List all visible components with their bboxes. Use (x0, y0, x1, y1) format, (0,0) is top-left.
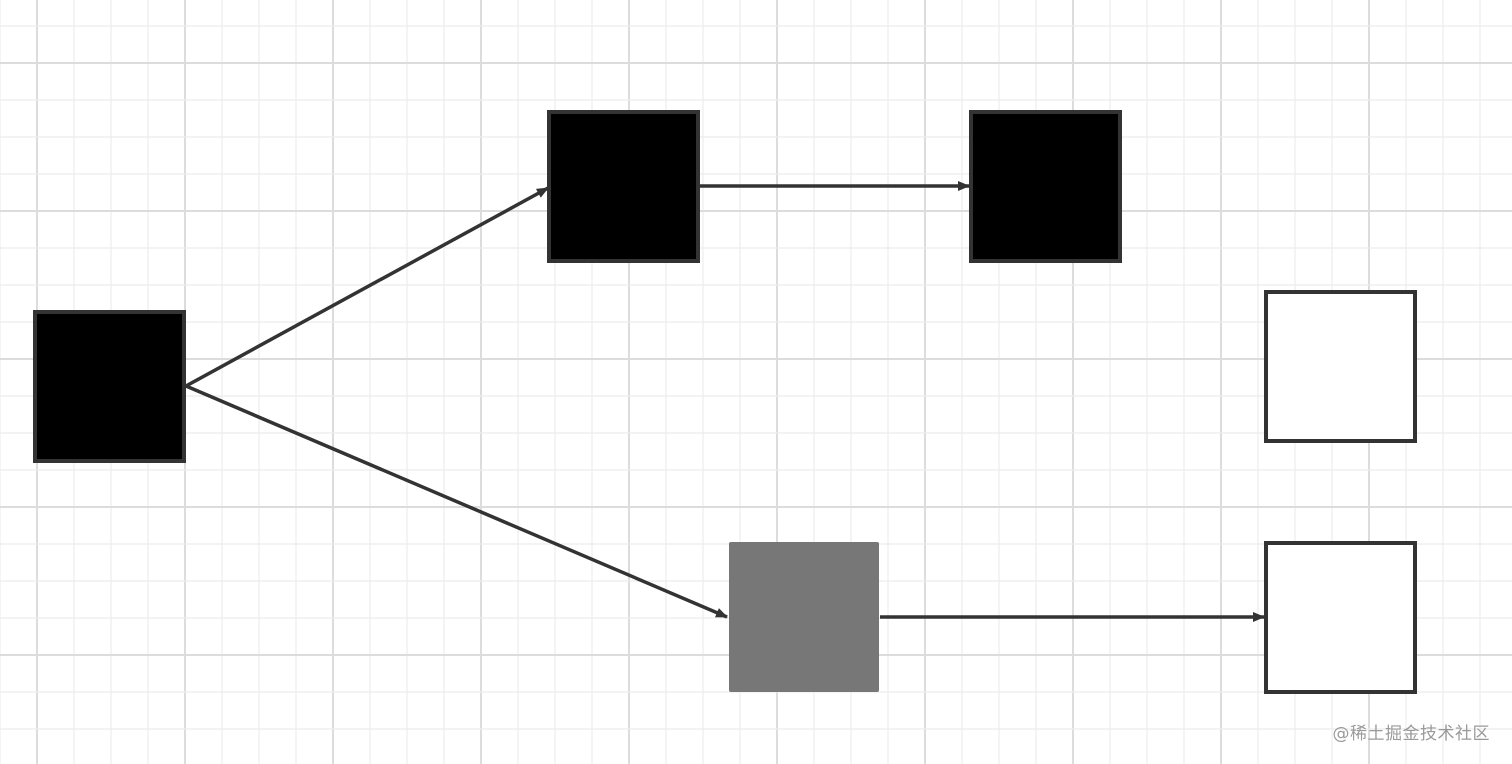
node-bottom-middle (729, 542, 879, 692)
node-right-lower (1264, 541, 1417, 694)
node-top-right (969, 110, 1122, 263)
edges-layer (185, 181, 1265, 622)
node-right-upper (1264, 290, 1417, 443)
node-start (33, 310, 186, 463)
watermark-text: @稀土掘金技术社区 (1332, 724, 1490, 744)
nodes-layer (33, 110, 1417, 694)
edge-arrow-start-to-bottom-middle (185, 384, 728, 619)
node-top-middle (547, 110, 700, 263)
edge-arrow-start-to-top-middle (185, 186, 549, 388)
